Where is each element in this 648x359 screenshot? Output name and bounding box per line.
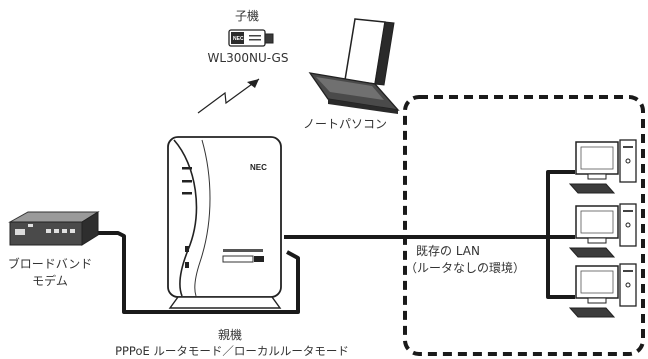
parent-unit-title: 親機: [217, 328, 242, 342]
child-unit-model: WL300NU-GS: [207, 51, 289, 65]
desktop-pc-1: [568, 139, 637, 194]
lan-trunk-cable: [546, 170, 575, 299]
laptop-label: ノートパソコン: [302, 117, 387, 131]
modem-label-line2: モデム: [32, 274, 68, 288]
existing-lan-label-line1: 既存の LAN: [416, 244, 480, 258]
router-brand-logo: NEC: [250, 163, 267, 172]
desktop-pc-3: [568, 263, 637, 318]
usb-adapter-brand-logo: NEC: [233, 36, 244, 42]
desktop-pc-2: [568, 203, 637, 258]
usb-adapter-device: [228, 29, 274, 47]
parent-unit-modes: PPPoE ルータモード／ローカルルータモード: [115, 344, 349, 358]
child-unit-title: 子機: [234, 9, 259, 23]
modem-device: [8, 211, 100, 246]
wireless-signal-icon: [197, 78, 260, 114]
modem-label-line1: ブロードバンド: [7, 257, 93, 271]
existing-lan-boundary: [403, 95, 645, 356]
modem-router-cable: [85, 231, 300, 314]
cables: [85, 170, 575, 314]
laptop-device: [308, 18, 400, 114]
existing-lan-label-line2: （ルータなしの環境）: [405, 261, 526, 275]
wireless-arrow: [247, 79, 259, 88]
router-device: [167, 136, 282, 309]
